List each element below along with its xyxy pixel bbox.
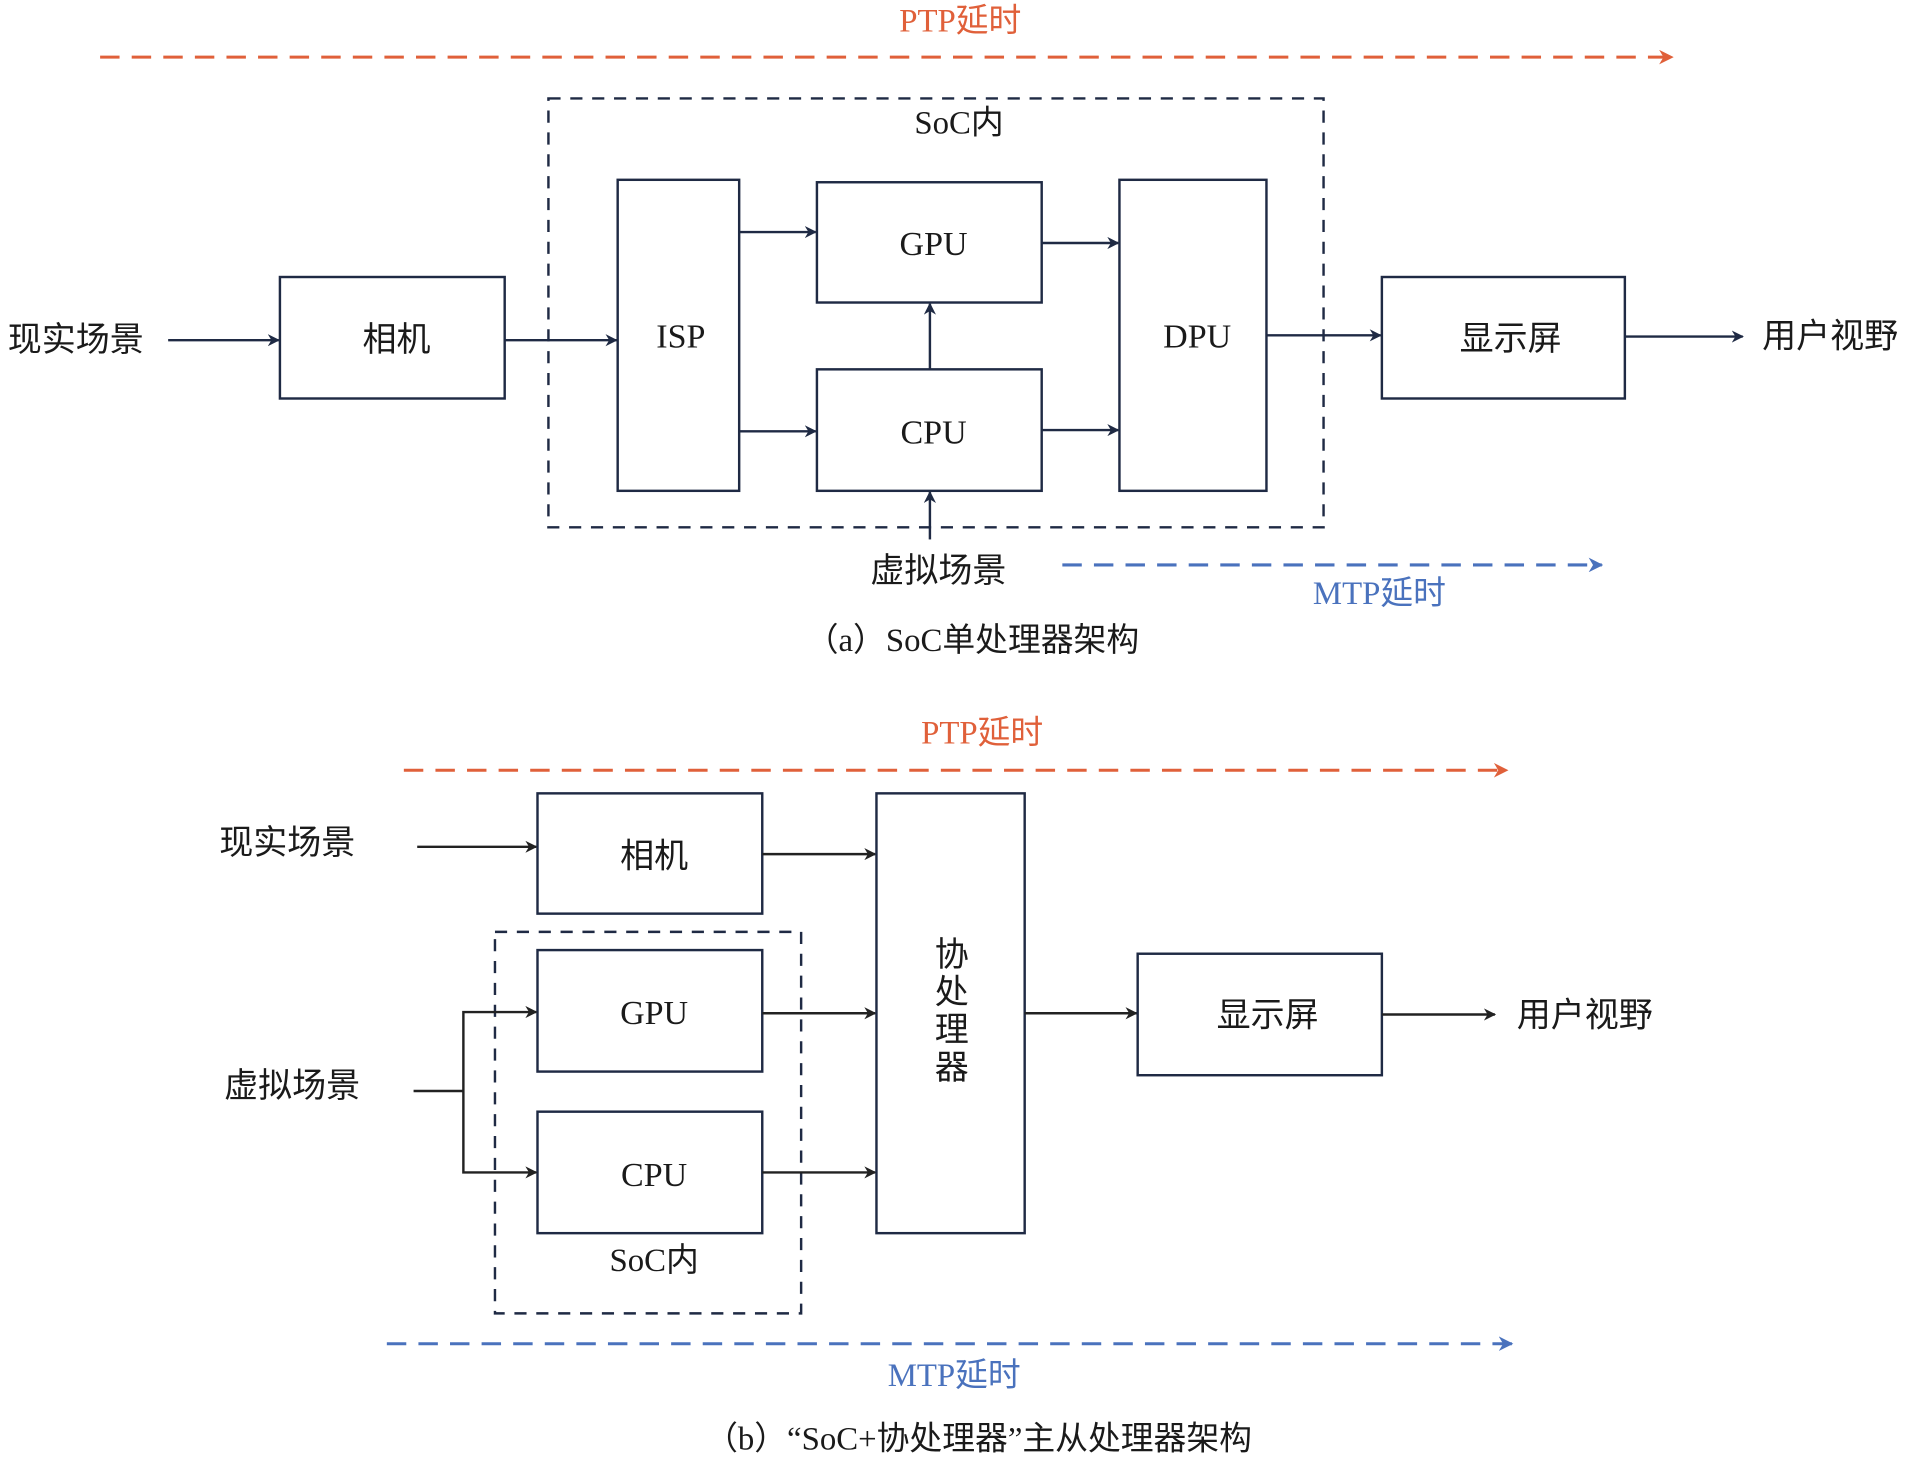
node-display-label-b: 显示屏 (1217, 998, 1319, 1035)
node-dpu-a (1118, 178, 1268, 493)
edge-virtual-to-cpu-b (462, 1091, 538, 1179)
node-display-a (1380, 275, 1627, 400)
node-cpu-b (536, 1110, 764, 1235)
soc-label-a: SoC内 (914, 105, 1003, 142)
node-display-label-a: 显示屏 (1460, 321, 1562, 358)
node-cpu-label-a: CPU (900, 414, 966, 451)
ptp-label-a: PTP延时 (899, 4, 1021, 40)
input-real-scene-a: 现实场景 (8, 321, 144, 359)
input-virtual-scene-b: 虚拟场景 (224, 1067, 360, 1105)
ptp-label-b: PTP延时 (921, 716, 1043, 752)
node-gpu-label-b: GPU (620, 995, 688, 1032)
input-real-scene-b: 现实场景 (219, 824, 355, 862)
node-gpu-label-a: GPU (900, 226, 968, 263)
input-virtual-scene-a: 虚拟场景 (870, 552, 1006, 590)
soc-boundary-a (547, 97, 1325, 529)
mtp-label-a: MTP延时 (1313, 576, 1446, 612)
node-camera-b (536, 792, 764, 915)
mtp-label-b: MTP延时 (888, 1358, 1021, 1394)
output-user-view-b: 用户视野 (1517, 997, 1653, 1035)
node-isp-a (616, 178, 741, 493)
caption-a: （a）SoC单处理器架构 (806, 622, 1139, 659)
node-cpu-label-b: CPU (621, 1157, 687, 1194)
node-dpu-label-a: DPU (1163, 318, 1231, 355)
node-camera-label-b: 相机 (620, 837, 688, 875)
soc-boundary-b (493, 930, 803, 1315)
node-camera-label-a: 相机 (363, 321, 431, 359)
node-coprocessor-b (875, 792, 1026, 1235)
node-display-b (1136, 952, 1384, 1077)
node-isp-label-a: ISP (656, 318, 705, 355)
caption-b: （b）“SoC+协处理器”主从处理器架构 (705, 1420, 1252, 1457)
node-coprocessor-char-4: 器 (935, 1050, 969, 1087)
output-user-view-a: 用户视野 (1762, 317, 1898, 355)
node-gpu-b (536, 948, 764, 1073)
edge-virtual-to-gpu-b (462, 1005, 538, 1092)
soc-label-b: SoC内 (609, 1242, 698, 1279)
diagram-b: PTP延时 现实场景 相机 GPU CPU SoC内 虚拟场景 协 处 理 器 … (219, 716, 1653, 1458)
diagram-a: PTP延时 SoC内 现实场景 相机 ISP GPU CPU DPU 显示屏 用… (8, 4, 1898, 660)
node-coprocessor-char-2: 处 (935, 975, 969, 1012)
node-camera-a (278, 275, 506, 400)
node-coprocessor-char-3: 理 (935, 1012, 969, 1049)
node-coprocessor-char-1: 协 (935, 936, 969, 974)
